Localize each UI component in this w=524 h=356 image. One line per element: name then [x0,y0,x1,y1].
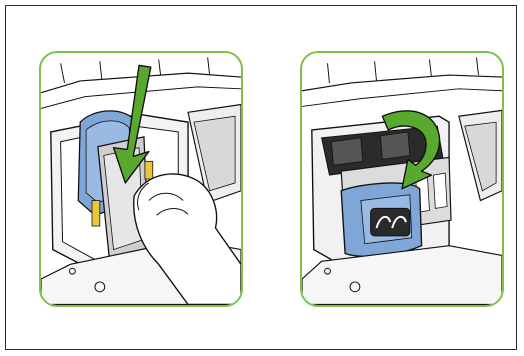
close-latch-illustration [302,53,502,305]
step-panel-close-latch [300,51,504,307]
illustration-frame [5,5,517,350]
insert-printhead-illustration [41,53,241,305]
step-panel-insert-printhead [39,51,243,307]
